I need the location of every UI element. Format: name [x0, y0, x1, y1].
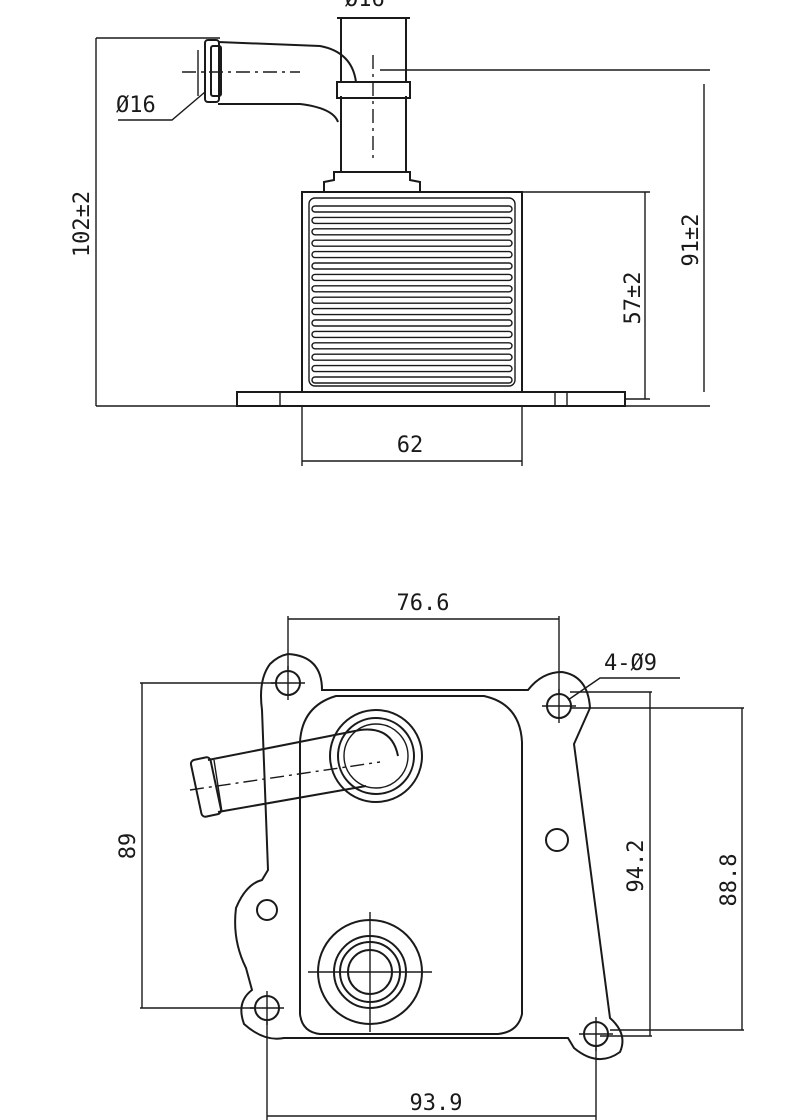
dim-top-pipe-label: Ø16: [345, 0, 385, 12]
base-plate: [236, 391, 626, 407]
side-view: Ø16 Ø16 102±2 57±2 91±2 62: [70, 0, 710, 466]
cooling-fin: [311, 228, 513, 236]
inner-body: [299, 695, 523, 1035]
cooling-fin: [311, 342, 513, 350]
top-dimension-lines: [141, 618, 743, 1117]
dim-right-height-label: 88.8: [717, 854, 742, 907]
top-extension-lines: [140, 616, 744, 1120]
cooling-fin: [311, 319, 513, 327]
dim-mid-height-label: 94.2: [624, 840, 649, 893]
cooling-fin: [311, 353, 513, 361]
flange-outline: [234, 652, 624, 1060]
cooling-fin: [311, 376, 513, 384]
cooling-fin: [311, 250, 513, 259]
dim-bottom-width-label: 93.9: [410, 1091, 463, 1116]
dim-body-height-label: 57±2: [621, 272, 646, 325]
dim-hole-callout-label: 4-Ø9: [604, 651, 657, 676]
cooling-fin: [311, 216, 513, 225]
dim-overall-height-label: 102±2: [70, 191, 95, 257]
bent-inlet-pipe: [182, 39, 357, 123]
dim-left-height-label: 89: [116, 833, 141, 860]
cooling-fin: [311, 330, 513, 339]
dim-body-width-label: 62: [397, 433, 424, 458]
dim-hole-spacing-label: 76.6: [397, 591, 450, 616]
extension-lines: [96, 37, 710, 466]
mounting-holes: [250, 666, 613, 1051]
dimension-lines: [95, 38, 705, 462]
cooling-fin: [311, 285, 513, 293]
dim-outlet-height-label: 91±2: [679, 214, 704, 267]
cooling-fin: [311, 296, 513, 304]
cooling-fin: [311, 239, 513, 247]
dim-inlet-pipe-label: Ø16: [116, 93, 156, 118]
top-view: 76.6 4-Ø9 89 94.2 88.8 93.9: [116, 591, 744, 1120]
cooling-fin: [311, 364, 513, 373]
cooling-fin: [311, 273, 513, 282]
cooling-fin: [311, 262, 513, 270]
cooling-fin: [311, 307, 513, 316]
upper-port-pipe: [189, 709, 423, 818]
finned-body: [301, 191, 523, 393]
lower-port: [308, 912, 432, 1032]
cooling-fin: [311, 205, 513, 213]
vertical-pipe: [323, 17, 421, 192]
